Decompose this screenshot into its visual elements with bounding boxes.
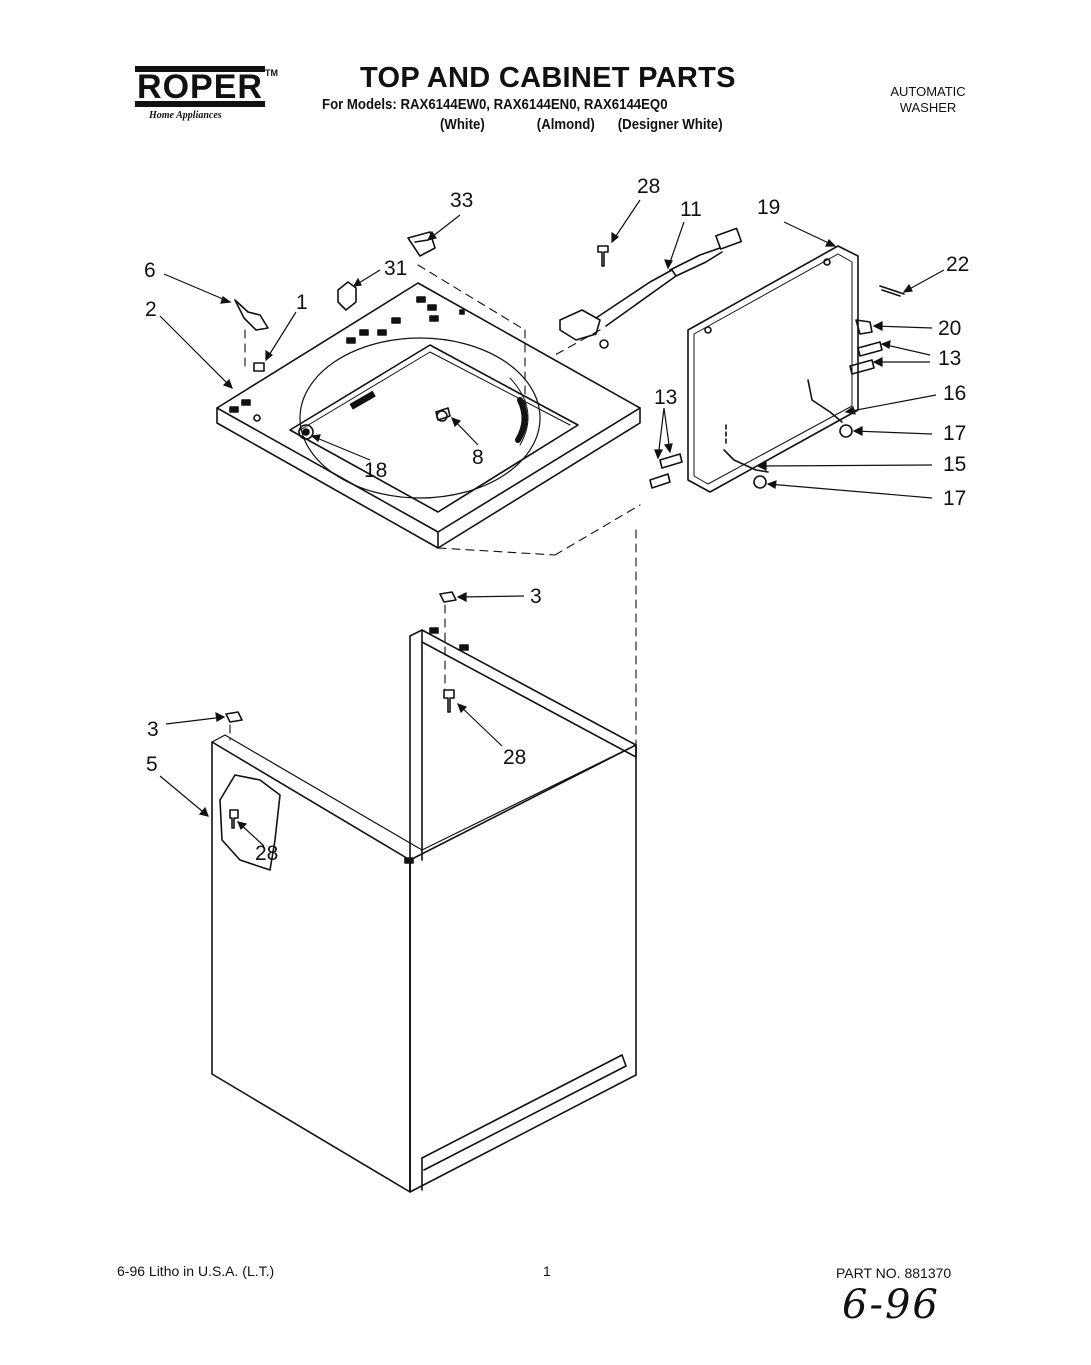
part-17-lower (753, 475, 767, 489)
roper-logo: ROPER TM Home Appliances (135, 66, 278, 126)
callout-13-right: 13 (938, 347, 962, 370)
logo-trademark: TM (265, 68, 278, 78)
logo-wordmark: ROPER (137, 68, 263, 106)
part-8 (435, 407, 451, 421)
callout-18: 18 (364, 459, 388, 482)
callout-22: 22 (946, 253, 970, 276)
part-13-c (659, 453, 683, 469)
callout-33: 33 (450, 189, 474, 212)
part-31 (337, 281, 357, 311)
washer-top (216, 282, 641, 549)
part-28-mid (443, 689, 455, 713)
models-line: For Models: RAX6144EW0, RAX6144EN0, RAX6… (322, 96, 668, 113)
color-almond: (Almond) (536, 116, 595, 133)
color-designer-white: (Designer White) (617, 116, 723, 133)
product-type-line-1: AUTOMATIC (890, 84, 966, 99)
color-white: (White) (440, 116, 485, 133)
part-20 (855, 319, 873, 335)
callout-15: 15 (943, 453, 967, 476)
part-22 (879, 285, 905, 297)
callout-3-left: 3 (147, 718, 159, 741)
callout-19: 19 (757, 196, 781, 219)
handwritten-date-text: 6-96 (842, 1282, 940, 1328)
part-17-upper (839, 424, 853, 438)
part-3-left (225, 711, 243, 723)
handwritten-date: 6-96 (842, 1282, 982, 1342)
part-15 (723, 449, 769, 473)
page-title: TOP AND CABINET PARTS (360, 62, 736, 94)
callout-5: 5 (146, 753, 158, 776)
product-type: AUTOMATIC WASHER (868, 84, 988, 116)
callout-1: 1 (296, 291, 308, 314)
callout-11: 11 (680, 198, 702, 221)
product-type-line-2: WASHER (899, 100, 957, 115)
callout-28-top: 28 (637, 175, 661, 198)
callout-6: 6 (144, 259, 156, 282)
part-19 (687, 245, 859, 493)
page-number: 1 (543, 1263, 551, 1279)
part-33 (407, 231, 436, 257)
part-1 (253, 362, 265, 372)
callout-16: 16 (943, 382, 967, 405)
callout-13-mid: 13 (654, 386, 678, 409)
logo-subtitle: Home Appliances (149, 110, 222, 121)
part-28-top (597, 245, 609, 267)
part-13-d (649, 473, 671, 489)
model-colors: (White) (Almond) (Designer White) (440, 116, 723, 133)
callout-2: 2 (145, 298, 157, 321)
part-6 (234, 299, 269, 331)
callout-31: 31 (384, 257, 408, 280)
cabinet (211, 627, 637, 1193)
callout-17-upper: 17 (943, 422, 967, 445)
part-number: PART NO. 881370 (836, 1265, 952, 1281)
part-11 (559, 227, 743, 349)
part-13-a (857, 341, 883, 357)
callout-8: 8 (472, 446, 484, 469)
callout-17-lower: 17 (943, 487, 967, 510)
callout-20: 20 (938, 317, 962, 340)
callout-3-upper: 3 (530, 585, 542, 608)
part-3-upper (439, 591, 457, 603)
callout-28-mid: 28 (503, 746, 527, 769)
callout-28-cabinet: 28 (255, 842, 279, 865)
litho-note: 6-96 Litho in U.S.A. (L.T.) (117, 1263, 275, 1279)
part-13-b (849, 359, 875, 375)
part-16 (807, 379, 843, 423)
